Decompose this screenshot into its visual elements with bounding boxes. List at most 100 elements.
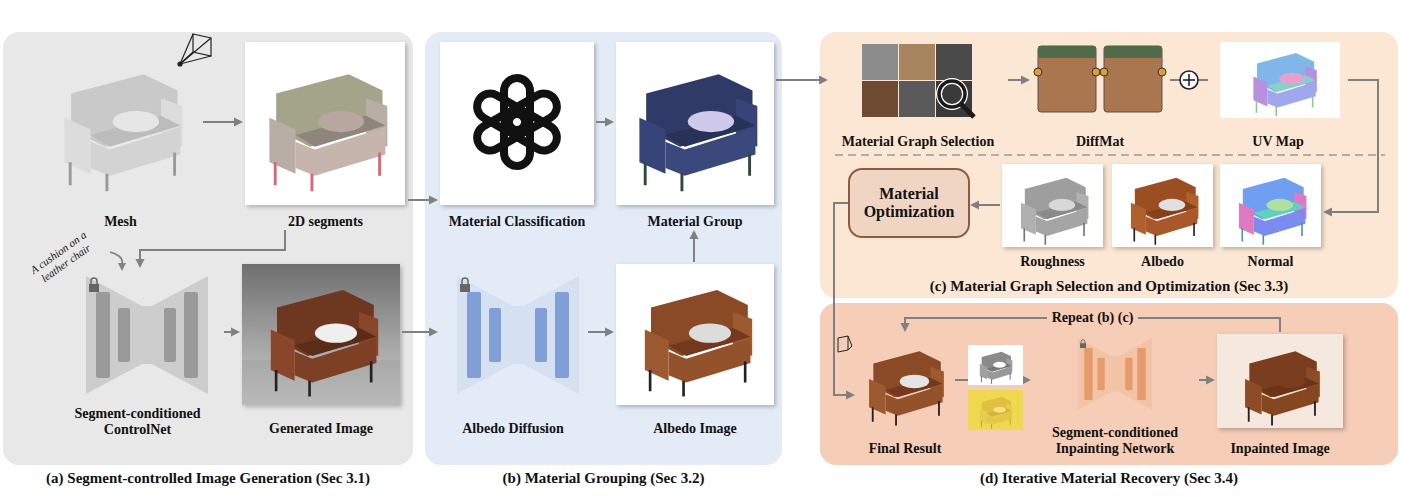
panel-ground	[425, 32, 782, 465]
connector-line	[834, 203, 848, 395]
heading-holder: (b) Material Grouping (Sec 3.2)	[425, 470, 782, 487]
connector-line	[408, 199, 429, 201]
arrow-head	[1323, 208, 1332, 217]
generated-picture	[271, 290, 378, 396]
image-tile: DiffMat	[1030, 40, 1170, 150]
connector-line	[979, 204, 1000, 206]
stage-panel: (c) Material Graph Selection and Optimiz…	[820, 32, 1398, 298]
connector-line	[224, 331, 231, 333]
connector	[224, 328, 240, 337]
tile-caption: Segment-conditioned Inpainting Network	[1031, 425, 1199, 457]
gpt-logo	[472, 78, 561, 166]
panel-heading: (b) Material Grouping (Sec 3.2)	[503, 470, 705, 487]
connector-line	[203, 121, 234, 123]
panel-ground	[820, 32, 1398, 298]
arrow-head	[1022, 376, 1031, 385]
camera-icon	[838, 336, 852, 352]
arrow-head	[1206, 376, 1215, 385]
tile-caption: Generated Image	[269, 421, 373, 437]
group-picture	[639, 74, 757, 191]
roughness-picture	[1021, 178, 1089, 245]
connector-line	[596, 121, 605, 123]
tile-caption: 2D segments	[288, 214, 363, 230]
connector	[203, 118, 243, 127]
heading-holder: (d) Iterative Material Recovery (Sec 3.4…	[820, 470, 1398, 487]
arrow-head	[1021, 76, 1030, 85]
prompt-leader	[110, 252, 122, 264]
arrow-head	[429, 328, 438, 337]
tile-caption: Material Graph Selection	[842, 134, 994, 150]
image-tile: Albedo Image	[614, 262, 776, 437]
mask-thumb	[968, 390, 1023, 430]
magnifier-icon	[939, 81, 974, 117]
tile-caption: Albedo Diffusion	[462, 421, 564, 437]
mask-thumb-picture	[980, 397, 1013, 429]
image-tile: Roughness	[1000, 162, 1105, 270]
image-tile: Segment-conditioned Inpainting Network	[1031, 332, 1199, 457]
image-frame	[440, 42, 594, 205]
camera-icon	[178, 34, 211, 66]
image-tile: UV Map	[1208, 40, 1348, 150]
tile-caption: Albedo Image	[653, 421, 737, 437]
arrow-head	[846, 391, 855, 400]
panel-ground	[820, 303, 1398, 465]
tile-caption: DiffMat	[1076, 134, 1124, 150]
arrow-head	[819, 76, 828, 85]
arrow-head	[136, 259, 145, 268]
image-tile: Albedo Diffusion	[438, 262, 588, 437]
image-frame	[616, 264, 774, 405]
connector	[776, 76, 828, 85]
connector-line	[588, 331, 605, 333]
panel-heading: (c) Material Graph Selection and Optimiz…	[930, 278, 1288, 295]
image-tile: Material Graph Selection	[828, 40, 1008, 150]
image-frame	[1112, 164, 1213, 247]
panel-ground	[3, 32, 413, 465]
image-tile: Final Result	[855, 332, 955, 457]
final-picture	[869, 351, 944, 425]
connector	[1199, 376, 1215, 385]
connector	[1323, 80, 1378, 217]
tile-caption: Final Result	[869, 441, 942, 457]
connector-line	[1332, 80, 1378, 212]
connector-line	[402, 331, 429, 333]
panel-heading: (a) Segment-controlled Image Generation …	[46, 470, 370, 487]
label-holder: A cushion on a leather chair	[22, 225, 102, 292]
image-frame	[616, 42, 774, 205]
connector	[136, 230, 286, 268]
network-icon	[457, 276, 579, 394]
image-tile: Normal	[1218, 162, 1323, 270]
tile-caption: Normal	[1248, 254, 1294, 270]
texture-grid	[862, 44, 972, 117]
arrow-head	[901, 323, 910, 332]
arrow-head	[690, 230, 699, 239]
edge-label: Repeat (b) (c)	[1047, 310, 1139, 326]
albedo-map-picture	[1131, 178, 1199, 245]
heading-holder: (c) Material Graph Selection and Optimiz…	[820, 278, 1398, 295]
image-frame	[245, 42, 405, 205]
segments-picture	[269, 74, 387, 191]
photo-frame	[242, 264, 400, 405]
tile-caption: Material Classification	[449, 214, 585, 230]
image-frame	[1220, 164, 1321, 247]
image-frame	[1220, 42, 1340, 118]
connector-line	[693, 239, 695, 262]
connector	[596, 118, 614, 127]
segment-thumb	[968, 345, 1023, 385]
image-tile: Material Group	[614, 40, 776, 230]
connector	[690, 230, 699, 262]
connector	[408, 196, 438, 205]
stage-panel: (b) Material Grouping (Sec 3.2)Material …	[425, 32, 782, 465]
tile-caption: Segment-conditioned ControlNet	[51, 406, 224, 438]
network-icon	[86, 276, 208, 394]
arrow-head	[231, 328, 240, 337]
image-frame	[1217, 334, 1343, 428]
connector	[402, 328, 438, 337]
image-frame	[1002, 164, 1103, 247]
arrow-head	[234, 118, 243, 127]
connector	[588, 328, 614, 337]
process-box: Material Optimization	[848, 168, 970, 238]
image-tile: Albedo	[1110, 162, 1215, 270]
mesh-picture	[64, 74, 182, 191]
dashed-divider	[835, 154, 1385, 156]
network-icon	[1078, 338, 1152, 409]
